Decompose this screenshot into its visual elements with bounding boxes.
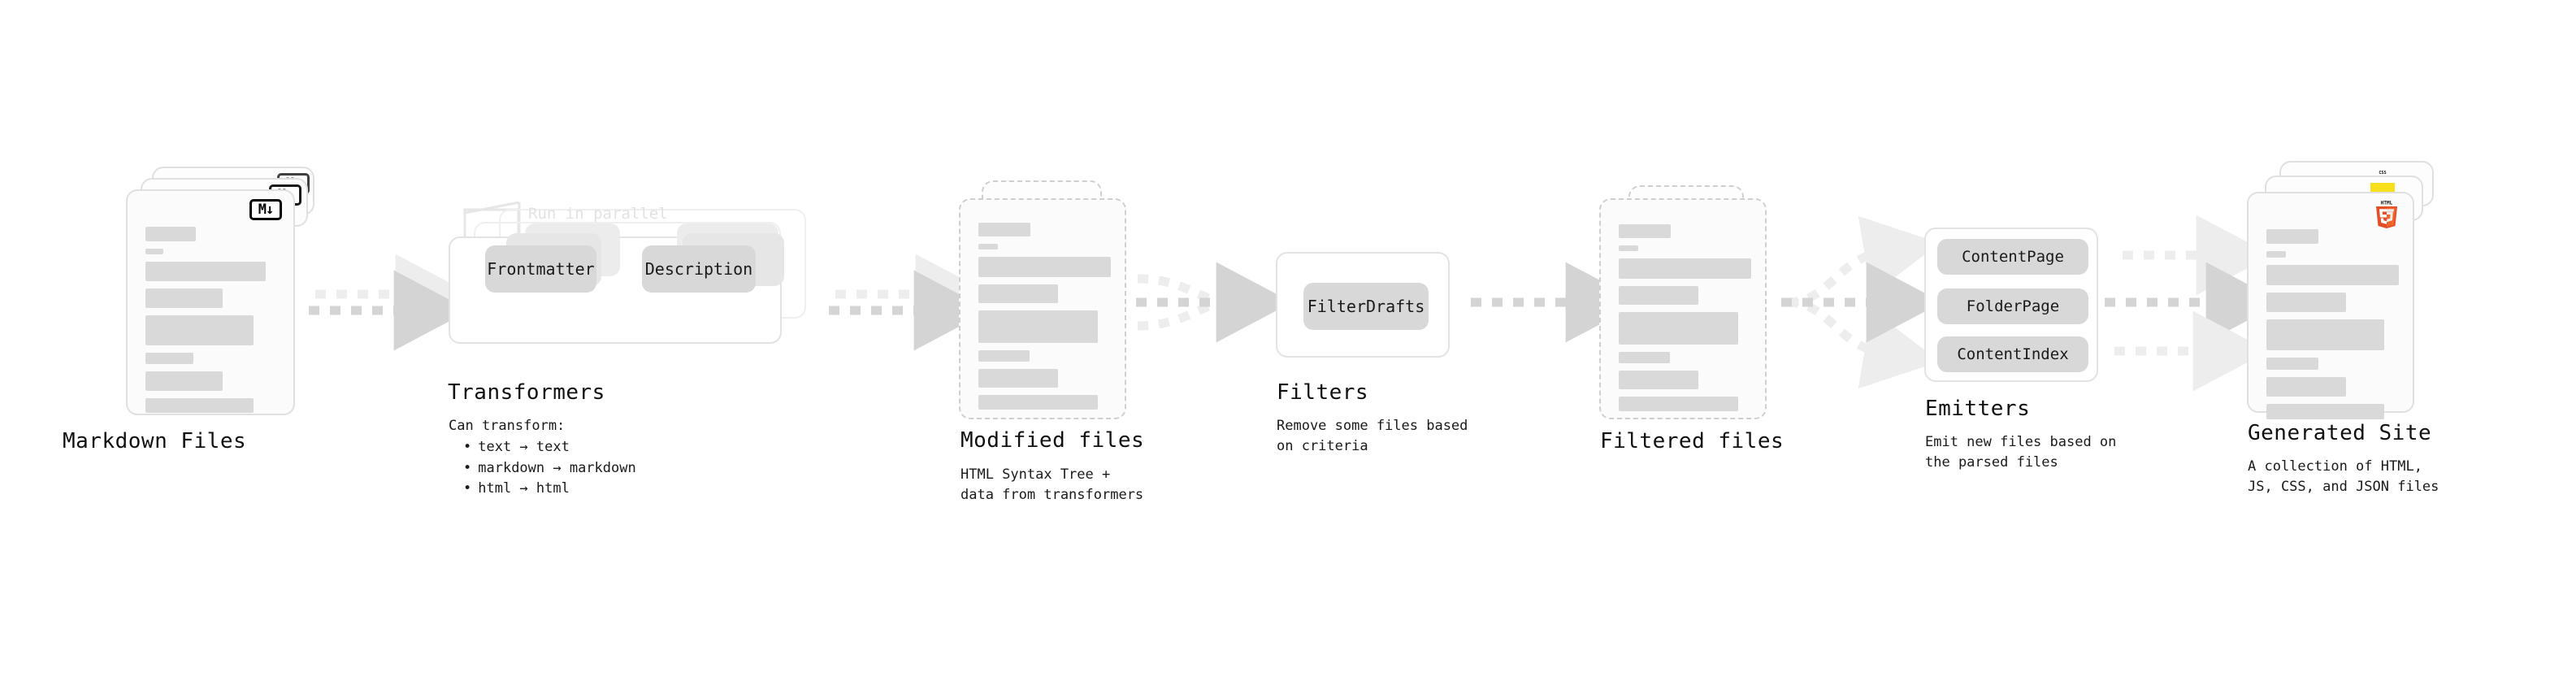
placeholder-lines	[2266, 229, 2399, 427]
connector-md-to-transformers	[309, 254, 472, 351]
caption-markdown-files: Markdown Files	[63, 429, 247, 453]
desc-generated-site: A collection of HTML, JS, CSS, and JSON …	[2248, 458, 2439, 495]
modified-files-stack	[959, 180, 1146, 419]
caption-filtered-files: Filtered files	[1600, 429, 1785, 453]
desc-emitters: Emit new files based on the parsed files	[1925, 434, 2117, 471]
svg-text:CSS: CSS	[2379, 171, 2386, 176]
svg-text:HTML: HTML	[2381, 201, 2393, 206]
transformers-sub-title: Can transform:	[449, 418, 566, 434]
connector-filtered-to-emitters	[1781, 215, 1943, 389]
html5-badge: HTML	[2374, 200, 2400, 229]
pill-description[interactable]: Description	[642, 245, 756, 293]
emitters-box: ContentPage FolderPage ContentIndex	[1924, 228, 2098, 382]
pill-frontmatter[interactable]: Frontmatter	[485, 245, 596, 293]
connector-modified-to-filters	[1136, 262, 1293, 343]
placeholder-lines	[978, 223, 1111, 417]
filtered-files-stack	[1599, 185, 1786, 421]
desc-modified-files: HTML Syntax Tree + data from transformer…	[961, 466, 1144, 503]
connector-transformers-to-modified	[829, 254, 992, 351]
desc-filters: Remove some files based on criteria	[1277, 418, 1468, 454]
connector-emitters-to-site	[2105, 215, 2283, 392]
bullet-item: html → html	[455, 479, 636, 500]
placeholder-lines	[1619, 224, 1751, 419]
transformers-group: Frontmatter Description	[447, 199, 829, 362]
caption-generated-site: Generated Site	[2248, 421, 2432, 445]
modified-card-front	[959, 198, 1126, 419]
generated-site-stack: CSS HTML	[2247, 161, 2442, 419]
filters-box: FilterDrafts	[1276, 252, 1450, 358]
caption-filters: Filters	[1277, 380, 1369, 405]
markdown-card-front: M↓	[126, 189, 295, 415]
caption-modified-files: Modified files	[961, 428, 1145, 453]
pill-contentindex[interactable]: ContentIndex	[1937, 336, 2088, 372]
bullet-item: text → text	[455, 437, 636, 458]
caption-transformers: Transformers	[448, 380, 605, 405]
markdown-files-stack: M↓ M↓ M↓	[126, 167, 321, 419]
bullet-item: markdown → markdown	[455, 458, 635, 479]
site-card-front: HTML	[2247, 192, 2414, 419]
placeholder-lines	[145, 227, 275, 420]
pill-contentpage[interactable]: ContentPage	[1937, 239, 2088, 275]
run-in-parallel-label: Run in parallel	[528, 205, 668, 223]
markdown-badge: M↓	[249, 199, 282, 220]
html5-badge-svg: HTML	[2376, 201, 2397, 228]
pill-filterdrafts[interactable]: FilterDrafts	[1303, 283, 1429, 330]
pill-folderpage[interactable]: FolderPage	[1937, 288, 2088, 324]
caption-emitters: Emitters	[1925, 397, 2031, 421]
filtered-card-front	[1599, 198, 1767, 419]
transformers-bullets: text → text markdown → markdown html → h…	[455, 437, 636, 500]
